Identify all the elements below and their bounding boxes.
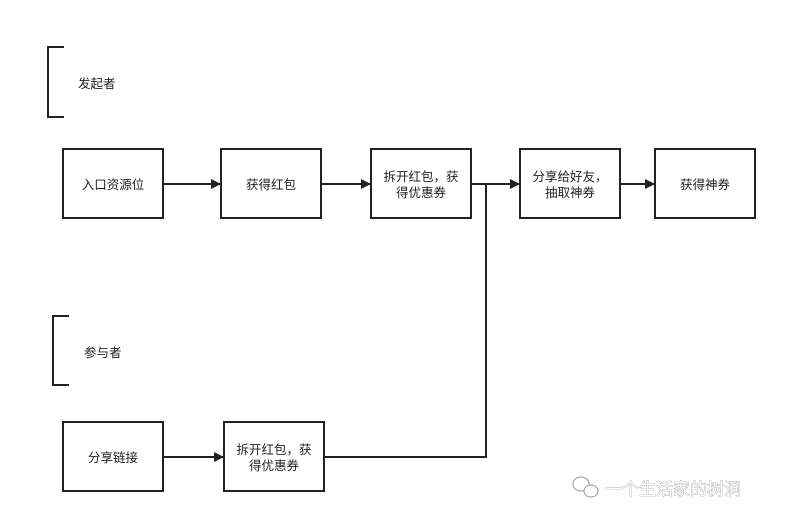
participant-lane-label: 参与者 <box>52 315 122 386</box>
svg-text:拆开红包，获: 拆开红包，获 <box>383 169 458 184</box>
connector-participant-to-share <box>324 184 487 458</box>
svg-text:拆开红包，获: 拆开红包，获 <box>236 442 311 457</box>
wechat-icon <box>572 476 599 498</box>
svg-text:得优惠券: 得优惠券 <box>249 458 300 473</box>
watermark-text: 一个生活家的树洞 <box>605 480 741 500</box>
node-entry: 入口资源位 <box>62 148 164 219</box>
participant-label: 参与者 <box>84 345 122 360</box>
svg-text:分享给好友，: 分享给好友， <box>532 169 607 184</box>
node-open-red-packet-participant: 拆开红包，获 得优惠券 <box>223 421 325 492</box>
svg-text:获得神券: 获得神券 <box>680 177 731 192</box>
initiator-lane-label: 发起者 <box>47 46 116 118</box>
node-get-coupon: 获得神券 <box>654 148 756 219</box>
watermark: 一个生活家的树洞 <box>572 476 741 500</box>
initiator-label: 发起者 <box>78 76 116 91</box>
svg-text:获得红包: 获得红包 <box>246 177 296 192</box>
svg-text:分享链接: 分享链接 <box>88 450 139 465</box>
svg-text:得优惠券: 得优惠券 <box>396 185 447 200</box>
svg-text:入口资源位: 入口资源位 <box>82 177 145 192</box>
node-get-red-packet: 获得红包 <box>220 148 322 219</box>
node-open-red-packet: 拆开红包，获 得优惠券 <box>370 148 472 219</box>
svg-text:抽取神券: 抽取神券 <box>545 185 596 200</box>
node-share-to-friend: 分享给好友， 抽取神券 <box>519 148 621 219</box>
node-share-link: 分享链接 <box>62 421 164 492</box>
